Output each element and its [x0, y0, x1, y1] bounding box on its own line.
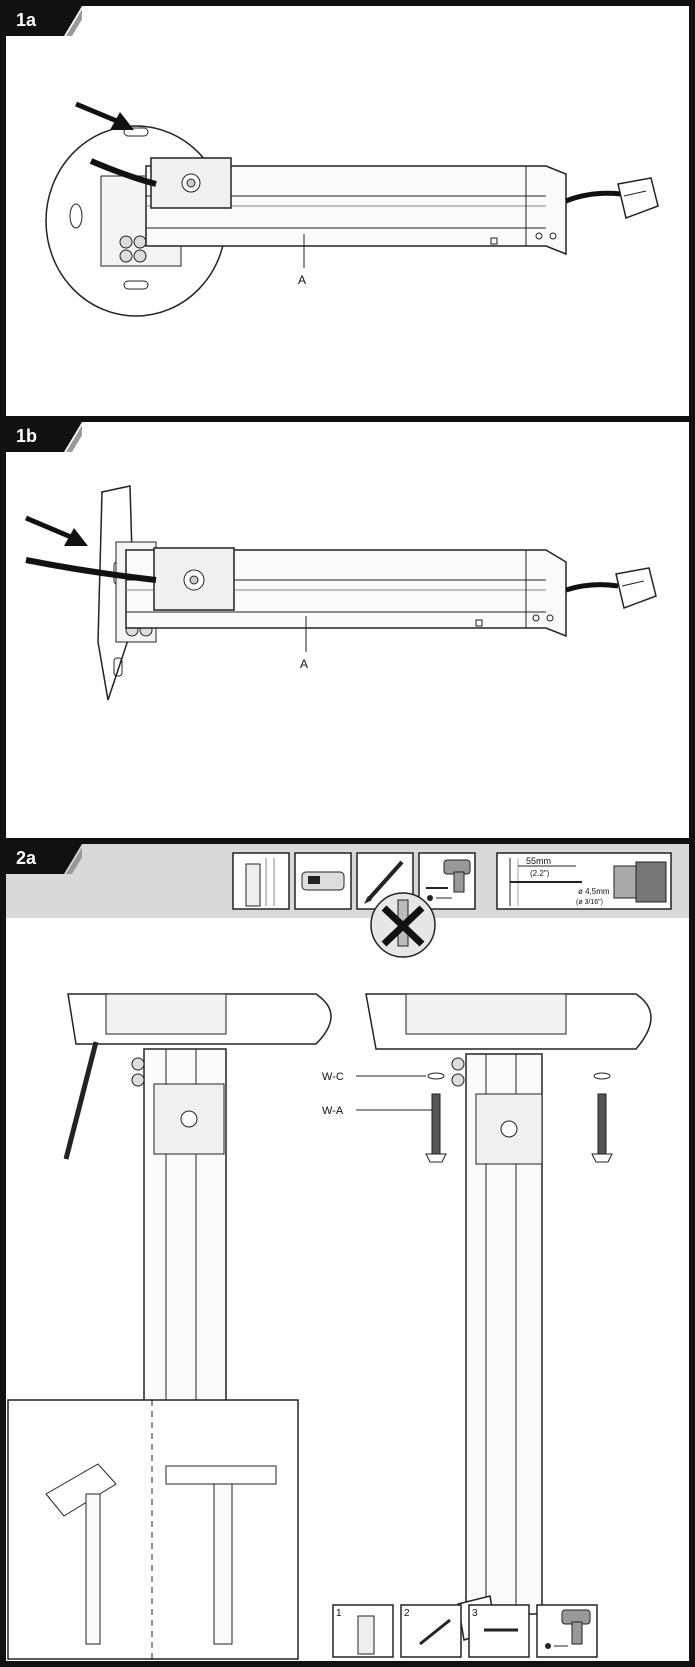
step-3-icon: 3: [468, 1604, 530, 1658]
drill-icon: [536, 1604, 598, 1658]
part-label-a: A: [298, 273, 306, 287]
part-label-a: A: [300, 657, 308, 671]
wall-stud-icon: [232, 852, 290, 910]
step-tag-1a: 1a: [6, 6, 82, 36]
svg-text:1: 1: [336, 1608, 342, 1619]
mount-arm-illustration-1b: A: [25, 485, 657, 701]
panel-1a: 1a: [0, 0, 695, 422]
no-anchor-icon: [370, 892, 436, 958]
step-number: 1a: [16, 10, 37, 30]
ceiling-install-illustration: W-C W-A: [7, 993, 652, 1660]
svg-text:2: 2: [404, 1608, 410, 1619]
step-tag-2a: 2a: [6, 844, 82, 874]
stud-finder-icon: [294, 852, 352, 910]
drill-icon: [418, 852, 476, 910]
svg-text:55mm: 55mm: [526, 856, 551, 866]
panel-1b: 1b: [0, 416, 695, 844]
step-number: 1b: [16, 426, 38, 446]
step-tag-1b: 1b: [6, 422, 82, 452]
svg-text:3: 3: [472, 1608, 478, 1619]
label-washer: W-C: [322, 1071, 344, 1083]
step-1-icon: 1: [332, 1604, 394, 1658]
drill-depth-icon: 55mm (2.2") ø 4,5mm (ø 3/16"): [496, 852, 672, 910]
svg-text:(ø 3/16"): (ø 3/16"): [576, 899, 603, 906]
step-number: 2a: [16, 848, 37, 868]
svg-text:(2.2"): (2.2"): [530, 869, 550, 878]
panel-2a: 2a: [0, 838, 695, 1667]
step-2-icon: 2: [400, 1604, 462, 1658]
mount-arm-illustration-1a: A: [45, 101, 659, 317]
svg-text:ø 4,5mm: ø 4,5mm: [578, 887, 610, 896]
label-screw: W-A: [322, 1105, 344, 1117]
